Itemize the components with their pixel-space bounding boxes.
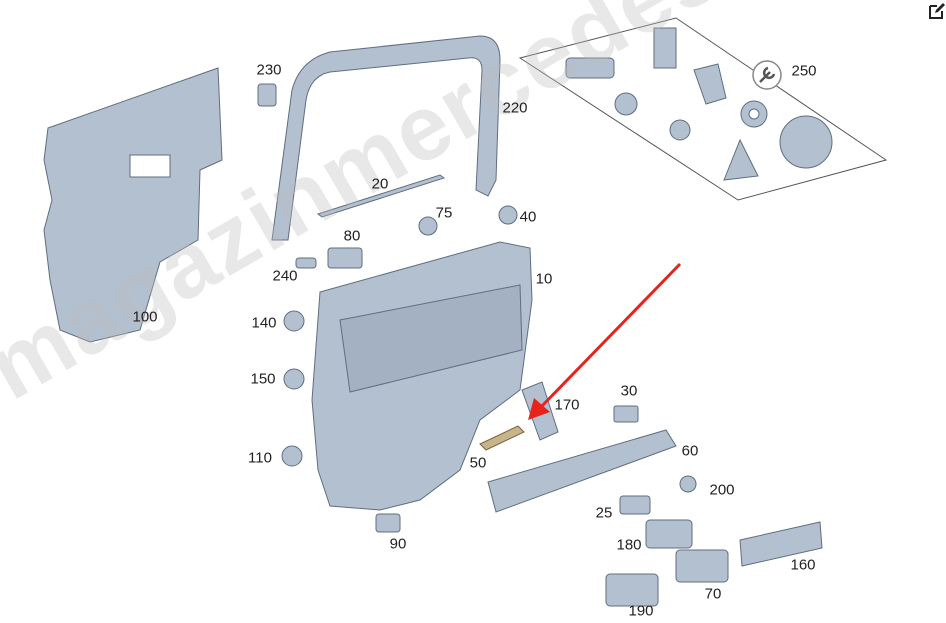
- part-25-button: [619, 495, 651, 515]
- part-110-cap: [281, 445, 303, 467]
- part-label-160[interactable]: 160: [790, 556, 816, 574]
- part-75-clip: [418, 216, 438, 236]
- red-arrow-head: [528, 398, 550, 420]
- part-250-item: [723, 138, 759, 181]
- edit-icon[interactable]: [928, 2, 946, 20]
- part-label-230[interactable]: 230: [256, 61, 282, 79]
- part-40-clip: [498, 205, 518, 225]
- part-label-20[interactable]: 20: [371, 175, 389, 193]
- part-250-item: [779, 115, 833, 169]
- part-240-screw: [295, 257, 317, 269]
- part-100-cutout: [129, 154, 171, 178]
- part-250-kit-box: [518, 17, 888, 201]
- part-160-trim: [739, 521, 823, 567]
- part-90-light: [375, 513, 401, 533]
- part-label-240[interactable]: 240: [272, 267, 298, 285]
- part-70-switch: [675, 549, 729, 583]
- part-150-cap: [283, 368, 305, 390]
- part-label-140[interactable]: 140: [251, 314, 277, 332]
- part-label-90[interactable]: 90: [389, 535, 407, 553]
- part-60-switch-panel: [487, 429, 677, 513]
- part-label-110[interactable]: 110: [248, 449, 272, 467]
- part-20-strip: [316, 174, 446, 218]
- part-label-25[interactable]: 25: [595, 504, 613, 522]
- part-140-cap: [283, 310, 305, 332]
- part-30-clip: [613, 405, 639, 423]
- part-label-150[interactable]: 150: [250, 370, 276, 388]
- part-250-item: [669, 119, 691, 141]
- part-label-190[interactable]: 190: [628, 602, 654, 620]
- part-label-50[interactable]: 50: [469, 454, 487, 472]
- part-250-item: [565, 57, 615, 79]
- part-220-frame: [271, 35, 501, 241]
- part-label-60[interactable]: 60: [681, 442, 699, 460]
- part-10-door-panel: [311, 241, 533, 511]
- part-190-switch: [605, 573, 659, 607]
- part-label-220[interactable]: 220: [502, 99, 528, 117]
- part-250-item: [653, 27, 677, 69]
- part-label-30[interactable]: 30: [620, 382, 638, 400]
- part-250-item: [614, 92, 638, 116]
- part-10-armrest: [339, 284, 523, 393]
- part-label-100[interactable]: 100: [132, 308, 158, 326]
- part-80-handle: [327, 247, 363, 269]
- part-label-80[interactable]: 80: [343, 227, 361, 245]
- part-label-70[interactable]: 70: [704, 585, 722, 603]
- part-250-item: [693, 63, 727, 105]
- part-label-180[interactable]: 180: [616, 536, 642, 554]
- part-label-75[interactable]: 75: [435, 204, 453, 222]
- part-180-handle: [645, 519, 693, 549]
- part-label-40[interactable]: 40: [519, 208, 537, 226]
- part-230-clip: [257, 83, 277, 107]
- part-label-200[interactable]: 200: [709, 481, 735, 499]
- part-200-screw: [679, 475, 697, 493]
- part-label-10[interactable]: 10: [535, 270, 553, 288]
- red-arrow: [538, 262, 682, 410]
- part-100-insulation: [43, 67, 223, 343]
- part-label-250[interactable]: 250: [791, 62, 817, 80]
- part-50-seal: [479, 425, 525, 451]
- part-label-170[interactable]: 170: [554, 396, 580, 414]
